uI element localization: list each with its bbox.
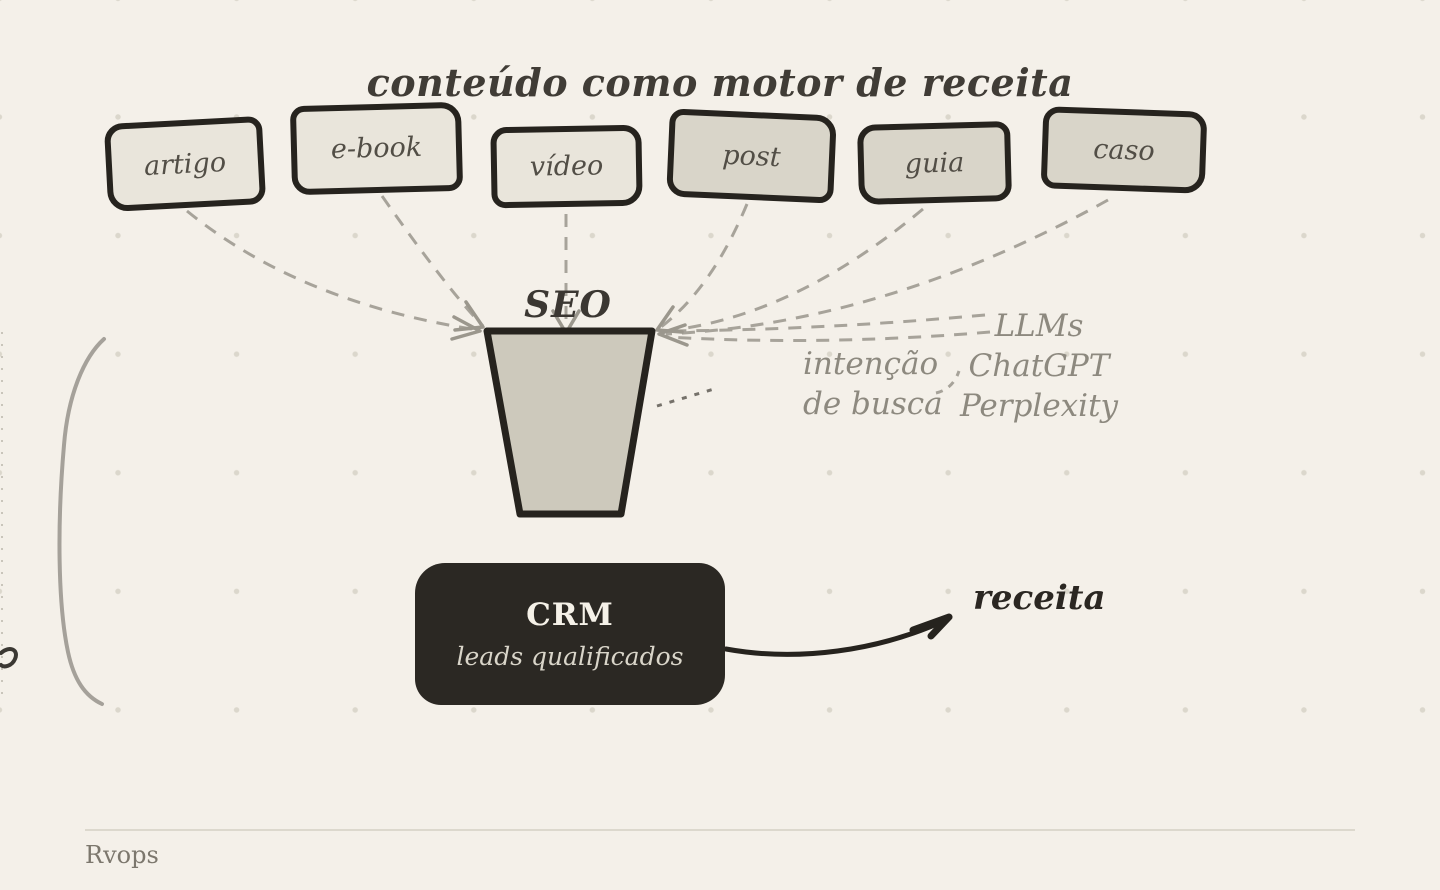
brand-name: Rvops [85, 841, 159, 869]
connector-llms-seo-upper [665, 313, 986, 333]
llms-line1: LLMs [994, 308, 1084, 344]
callout-intent-line [656, 387, 715, 408]
arrowhead-right-icon [657, 323, 689, 347]
connector-caso-seo [665, 198, 1109, 336]
callout-llm-hook [935, 370, 961, 395]
box-caso: caso [1040, 106, 1208, 194]
connector-llms-seo-lower [667, 330, 991, 343]
search-intent-line1: intenção [803, 346, 939, 382]
crm-revenue-arrow [723, 617, 949, 657]
box-artigo: artigo [103, 115, 267, 213]
crm-title: CRM [526, 597, 614, 633]
box-caso-label: caso [1092, 133, 1156, 167]
llms-note: LLMs ChatGPT Perplexity [953, 306, 1125, 426]
arrowhead-left-upper-icon [453, 300, 485, 332]
llms-line2: ChatGPT [968, 348, 1110, 384]
left-brace [57, 337, 106, 706]
diagram-title: conteúdo como motor de receita [366, 60, 1074, 105]
search-intent-line2: de busca [803, 386, 943, 422]
crm-subtitle: leads qualificados [456, 642, 684, 671]
box-ebook: e-book [289, 101, 464, 196]
footer-divider [85, 829, 1355, 831]
box-post-label: post [721, 139, 782, 173]
box-ebook-label: e-book [330, 131, 423, 166]
left-edge-clipped-glyph [0, 647, 18, 669]
crm-revenue-arrowhead-icon [909, 613, 953, 640]
revenue-label: receita [973, 578, 1106, 618]
arrowhead-left-icon [450, 315, 482, 341]
llms-line3: Perplexity [959, 388, 1119, 424]
seo-funnel-label: SEO [524, 284, 612, 326]
box-guia-label: guia [904, 146, 965, 180]
box-guia: guia [856, 121, 1013, 205]
box-video: vídeo [490, 124, 643, 209]
box-artigo-label: artigo [143, 146, 227, 182]
connector-ebook-seo [380, 195, 485, 328]
arrowhead-right-upper-icon [655, 305, 684, 334]
seo-funnel-shape [483, 327, 656, 518]
connector-artigo-seo [186, 209, 479, 332]
connector-guia-seo [663, 207, 924, 333]
box-post: post [666, 108, 837, 204]
crm-box: CRM leads qualificados [415, 563, 725, 705]
box-video-label: vídeo [529, 150, 604, 183]
search-intent-note: intenção de busca [803, 344, 943, 424]
